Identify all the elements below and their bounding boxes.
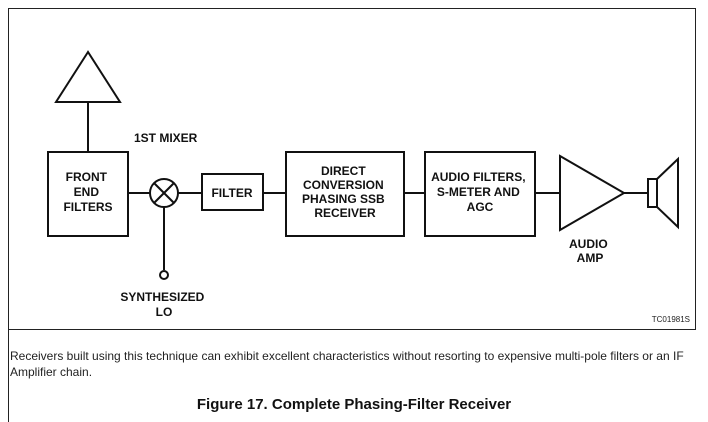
front-end-line-2: END [74,185,100,199]
front-end-line-3: FILTERS [63,200,112,214]
direct-line-4: RECEIVER [314,206,376,220]
direct-line-1: DIRECT [321,164,366,178]
caption-text: Receivers built using this technique can… [10,349,684,379]
lo-terminal-icon [159,270,169,280]
audio-filters-line-2: S-METER AND [437,185,520,199]
audio-amp-line-2: AMP [577,251,604,265]
filter-label: FILTER [211,186,252,200]
svg-text:FRONT END FILTERS: FRONT END FILTERS [63,170,112,214]
svg-text:AUDIO FILTERS, S-METER AND: AUDIO FILTERS, S-METER AND AGC [431,170,529,214]
direct-line-2: CONVERSION [303,178,384,192]
direct-line-3: PHASING SSB [302,192,385,206]
svg-text:AUDIO AMP: AUDIO AMP [569,237,611,265]
synth-lo-line-2: LO [156,305,173,319]
figure-title: Figure 17. Complete Phasing-Filter Recei… [196,396,512,413]
antenna-icon [54,50,122,103]
diagram-frame [8,8,696,330]
left-rule [8,330,9,422]
svg-text:DIRECT CONVERSION PHAS: DIRECT CONVERSION PHASING SSB RECEIVER [302,164,388,220]
amplifier-icon [559,154,626,232]
mixer-label: 1ST MIXER [134,131,198,145]
speaker-icon [647,156,679,230]
audio-filters-line-3: AGC [467,200,494,214]
block-diagram: 1ST MIXER FRONT END FILTERS FILTER DIREC… [47,50,690,324]
front-end-line-1: FRONT [66,170,108,184]
audio-amp-line-1: AUDIO [569,237,608,251]
audio-filters-line-1: AUDIO FILTERS, [431,170,525,184]
figure-code: TC01981S [652,315,690,324]
svg-text:SYNTHESIZED LO: SYNTHESIZED LO [120,290,207,319]
synth-lo-line-1: SYNTHESIZED [120,290,204,304]
